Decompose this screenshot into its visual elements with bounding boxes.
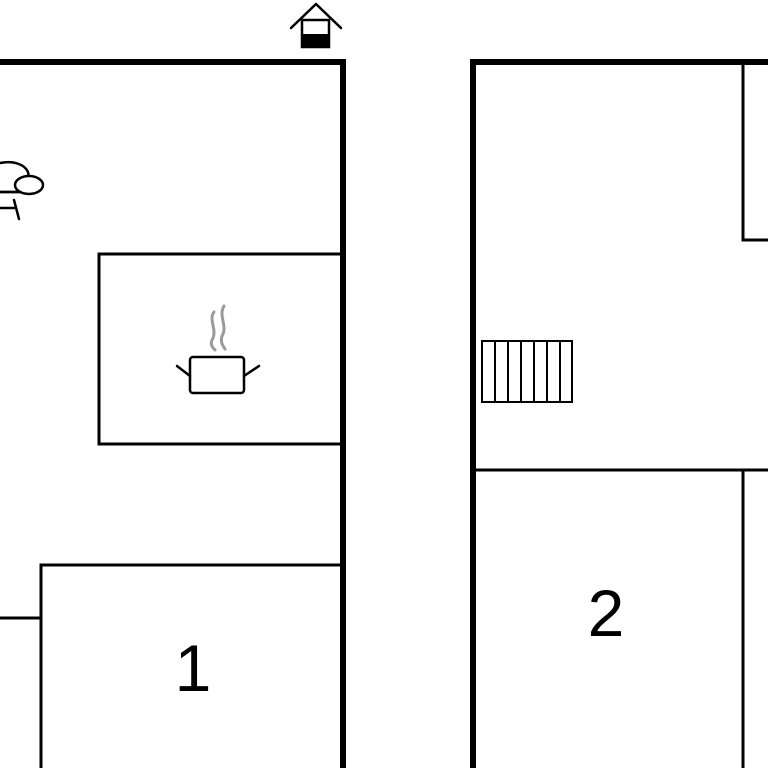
bedroom-1-wall bbox=[39, 563, 345, 768]
bedroom-1-label: 1 bbox=[175, 631, 212, 705]
upper-room-wall bbox=[741, 60, 768, 242]
kitchen-room bbox=[97, 252, 345, 446]
cooking-pot-icon bbox=[175, 304, 261, 395]
ground-floor: 1 bbox=[0, 59, 346, 768]
house-entrance-icon bbox=[289, 2, 343, 49]
armchair-table-icon bbox=[0, 160, 45, 221]
ground-floor-outer-wall bbox=[0, 59, 346, 768]
staircase-icon bbox=[481, 340, 573, 403]
bedroom-2-label: 2 bbox=[588, 576, 625, 650]
upper-floor-outer-wall bbox=[470, 59, 768, 768]
upper-floor: 2 bbox=[470, 59, 768, 768]
